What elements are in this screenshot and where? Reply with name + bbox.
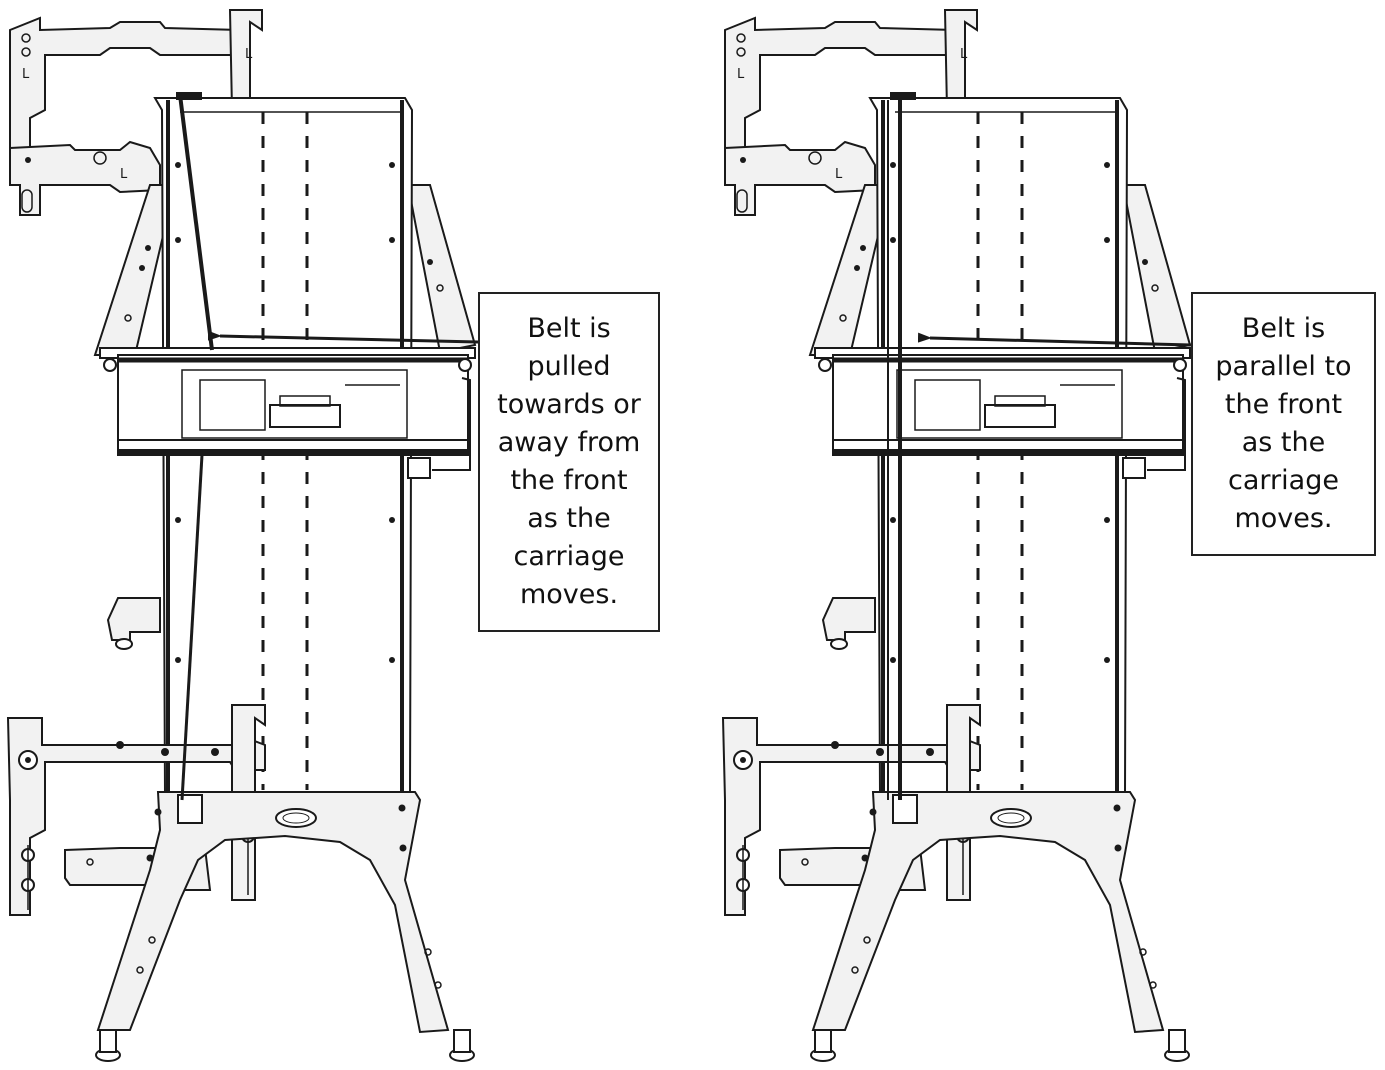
left-belt xyxy=(178,94,214,351)
right-callout-box: Belt is parallel to the front as the car… xyxy=(1191,292,1376,556)
right-pointer-arrow xyxy=(917,332,1192,347)
right-frame-drawing xyxy=(723,10,1191,1061)
left-frame-drawing xyxy=(8,10,479,1061)
left-pointer-arrow xyxy=(207,330,479,344)
left-callout-box: Belt is pulled towards or away from the … xyxy=(478,292,660,632)
